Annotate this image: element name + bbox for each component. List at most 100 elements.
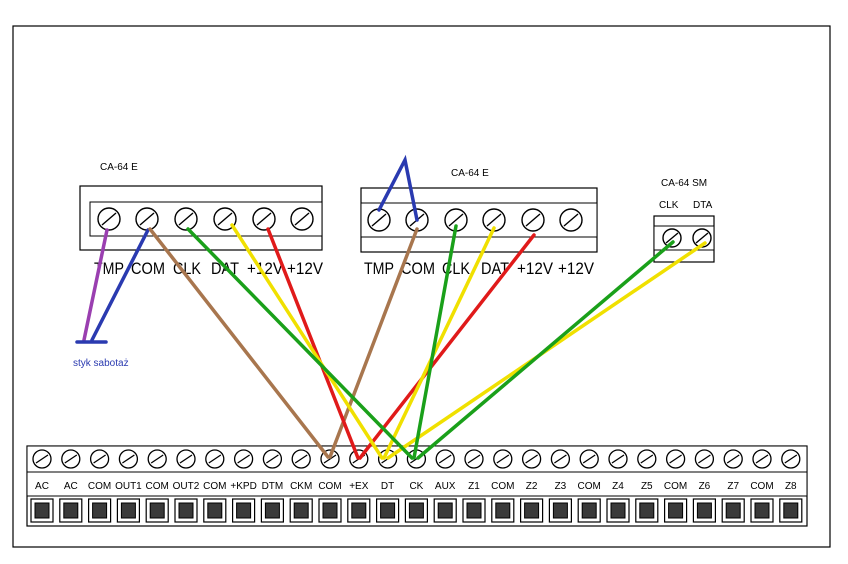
screw-icon [608,449,628,469]
board-socket [548,498,573,523]
screw-icon [521,208,545,232]
screw-icon [233,449,254,469]
screw-icon [723,449,743,469]
board-socket [318,498,342,523]
board-socket [635,498,659,523]
board-terminal-label: DTM [262,481,284,492]
board-terminal-label: AC [64,481,78,492]
board-socket [87,498,112,523]
board-socket [750,498,774,523]
board-terminal-label: Z5 [641,481,653,492]
terminal-label-clk: CLK [173,259,202,278]
wire-clock-sm [416,240,675,460]
screw-icon [464,449,484,469]
board-socket [289,498,313,523]
module-1: CA-64 E TMP COM CLK DAT +12V +12V [79,162,324,278]
module-1-terminal-strip [89,201,323,237]
sm-module: CA-64 SM CLK DTA [653,178,715,263]
board-socket [203,498,227,523]
wires [75,154,707,460]
board-terminal-label: Z3 [555,481,567,492]
screw-icon [252,207,276,231]
board-socket [376,498,400,523]
wire-tamper-loop [377,154,419,222]
board-label-strip [26,471,808,497]
screw-icon [89,449,110,469]
board-terminal-label: COM [491,481,514,492]
board-socket [59,498,83,523]
board-terminal-label: Z6 [699,481,711,492]
screw-icon [290,207,314,231]
board-socket [462,498,486,523]
screw-icon [32,449,52,469]
board-socket [663,498,688,523]
board-terminal-label: COM [203,481,226,492]
outer-frame [12,25,831,548]
board-socket [721,498,745,523]
wire-power-m1 [266,227,360,460]
board-sockets [30,498,803,523]
module-2-terminal-strip [360,202,598,238]
screw-icon [135,207,159,231]
board-socket [433,498,457,523]
screw-icon [176,449,196,469]
screw-icon [694,449,715,469]
screw-icon [61,449,81,469]
board-terminal-label: Z1 [468,481,480,492]
screw-icon [262,449,283,469]
screw-icon [559,208,583,232]
wire-data-m2 [382,226,496,460]
screw-icon [118,449,139,469]
board-terminal-label: COM [88,481,111,492]
board-terminal-label: COM [146,481,169,492]
wire-clock-m1 [186,227,414,460]
board-socket [491,498,515,523]
board-socket [30,498,54,523]
terminal-label-com: COM [131,259,165,278]
board-socket [174,498,198,523]
screw-icon [97,207,121,231]
board-terminal-label: AC [35,481,49,492]
wire-power-m2 [358,233,536,460]
board-socket [779,498,803,523]
module-2-screws [367,208,583,232]
board-terminal-label: COM [578,481,601,492]
wire-clock-m2 [412,224,458,460]
screw-icon [147,449,167,469]
screw-icon [665,449,686,469]
board-terminal-label: OUT1 [115,481,142,492]
board-terminal-label: Z4 [612,481,624,492]
board-terminal-label: +EX [349,481,369,492]
screw-icon [174,207,198,231]
board-socket [404,498,428,523]
sm-terminal-label-clk: CLK [659,200,679,211]
screw-icon [550,449,571,469]
board-screws [32,449,801,469]
screw-icon [493,449,513,469]
wire-com-m1 [148,227,330,459]
board-socket [116,498,141,523]
screw-icon [637,449,657,469]
board-socket [606,498,630,523]
board-terminal-label: Z2 [526,481,538,492]
board-terminal-label: CKM [290,481,312,492]
screw-icon [435,449,455,469]
board-terminal-label: COM [664,481,687,492]
board-socket [519,498,544,523]
module-2: CA-64 E TMP COM CLK DAT +12V +12V [360,168,598,278]
screw-icon [521,449,542,469]
terminal-label-12v: +12V [558,259,595,278]
screw-icon [662,228,682,248]
board-terminal-label: COM [318,481,341,492]
board-socket [232,498,256,523]
terminal-label-12v: +12V [517,259,554,278]
board-socket [692,498,717,523]
sm-module-title: CA-64 SM [661,178,707,189]
board-terminal-label: OUT2 [173,481,200,492]
board-terminal-label: Z8 [785,481,797,492]
board-terminal-label: COM [750,481,773,492]
screw-icon [482,208,506,232]
